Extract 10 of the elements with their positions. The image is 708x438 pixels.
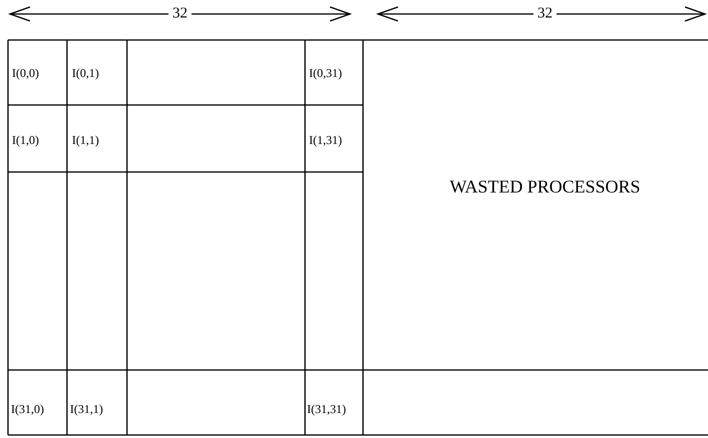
- cell-label: I(31,0): [11, 403, 44, 415]
- cell-label: I(31,1): [70, 403, 103, 415]
- cell-label: I(31,31): [307, 403, 346, 415]
- cell-label: I(0,1): [72, 67, 99, 79]
- region-label: WASTED PROCESSORS: [448, 176, 642, 198]
- cell-label: I(1,0): [12, 134, 39, 146]
- cell-label: I(1,1): [72, 134, 99, 146]
- cell-label: I(0,31): [309, 67, 342, 79]
- cell-label: I(1,31): [309, 134, 342, 146]
- cell-label: I(0,0): [12, 67, 39, 79]
